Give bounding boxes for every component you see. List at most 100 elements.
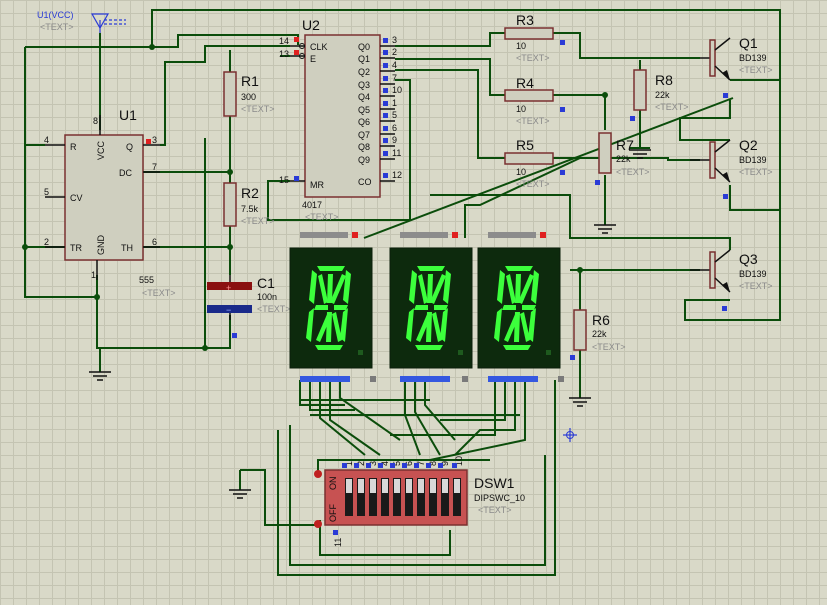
gnd-icon (569, 397, 591, 407)
display-digit-3[interactable] (477, 232, 564, 382)
u1-pin-num-3: 3 (152, 135, 157, 145)
u1-text: <TEXT> (142, 288, 176, 298)
svg-text:10: 10 (454, 456, 464, 466)
u2-pin-num: 6 (392, 123, 397, 133)
r1-ref: R1 (241, 73, 259, 89)
gnd-icon (594, 224, 616, 234)
u2-pin-clk: CLK (310, 42, 328, 52)
u2-pin-num: 12 (392, 170, 402, 180)
r8-ref: R8 (655, 72, 673, 88)
dsw1-text: <TEXT> (478, 505, 512, 515)
svg-text:4: 4 (380, 461, 390, 466)
u1-pin-num-6: 6 (152, 237, 157, 247)
u2-pin-num: 5 (392, 110, 397, 120)
dipswitch-levers (345, 478, 461, 516)
u1-pin-th: TH (121, 243, 133, 253)
q1-ref: Q1 (739, 35, 758, 51)
q1-value: BD139 (739, 53, 767, 63)
u1-pin-dc: DC (119, 168, 132, 178)
u2-pin-num-13: 13 (279, 49, 289, 59)
transistor-q3[interactable]: Q3 BD139 <TEXT> (690, 249, 773, 311)
capacitor-c1[interactable]: + − C1 100n <TEXT> (207, 275, 291, 338)
svg-text:1: 1 (344, 461, 354, 466)
r3-ref: R3 (516, 12, 534, 28)
r2-text: <TEXT> (241, 216, 275, 226)
u1-body (64, 134, 144, 261)
u2-pin-num: 4 (392, 60, 397, 70)
resistor-r8[interactable]: R8 22k <TEXT> (630, 69, 689, 121)
display-digit-2[interactable] (389, 232, 473, 382)
transistor-q1[interactable]: Q1 BD139 <TEXT> (700, 35, 773, 98)
junctions (22, 44, 608, 351)
u2-value: 4017 (302, 200, 322, 210)
u2-pin-q9: Q9 (358, 155, 370, 165)
ground-symbols (89, 149, 651, 499)
u2-pin-co: CO (358, 177, 372, 187)
resistor-r7[interactable]: R7 22k <TEXT> (595, 132, 650, 185)
svg-text:9: 9 (440, 461, 450, 466)
u2-pin-mr: MR (310, 180, 324, 190)
svg-text:6: 6 (404, 461, 414, 466)
u1-pin-vcc: VCC (96, 140, 106, 160)
u2-pin-num: 2 (392, 47, 397, 57)
svg-text:3: 3 (368, 461, 378, 466)
resistor-r2[interactable]: R2 7.5k <TEXT> (223, 182, 275, 227)
c1-ref: C1 (257, 275, 275, 291)
svg-text:−: − (226, 305, 231, 315)
svg-text:2: 2 (356, 461, 366, 466)
u2-text: <TEXT> (305, 212, 339, 222)
svg-text:7: 7 (416, 461, 426, 466)
transistor-q2[interactable]: Q2 BD139 <TEXT> (690, 137, 773, 199)
resistor-r5[interactable]: R5 10 <TEXT> (504, 137, 565, 189)
u1-pin-num-5: 5 (44, 187, 49, 197)
u2-4017-counter[interactable]: U2 CLK E MR 14 13 15 Q03 Q12 Q24 Q37 Q41… (279, 17, 402, 222)
dipswitch-dsw1[interactable]: ON OFF 1 2 3 4 5 6 7 8 9 10 (314, 456, 525, 547)
r4-text: <TEXT> (516, 116, 550, 126)
svg-text:+: + (226, 283, 231, 293)
r8-text: <TEXT> (655, 102, 689, 112)
u1-pin-q: Q (126, 142, 133, 152)
q1-text: <TEXT> (739, 65, 773, 75)
r5-ref: R5 (516, 137, 534, 153)
u1-pin-gnd: GND (96, 235, 106, 256)
u1-value: 555 (139, 275, 154, 285)
r6-value: 22k (592, 329, 607, 339)
dipswitch-off-label: OFF (328, 504, 338, 522)
q3-ref: Q3 (739, 251, 758, 267)
u1-pin-r: R (70, 142, 77, 152)
resistor-r1[interactable]: R1 300 <TEXT> (223, 71, 275, 117)
power-text: <TEXT> (40, 22, 74, 32)
resistor-r6[interactable]: R6 22k <TEXT> (570, 309, 626, 360)
r5-value: 10 (516, 167, 526, 177)
dipswitch-top-pins: 1 2 3 4 5 6 7 8 9 10 (342, 456, 464, 468)
resistor-r3[interactable]: R3 10 <TEXT> (504, 12, 565, 63)
q2-ref: Q2 (739, 137, 758, 153)
power-terminal-vcc[interactable]: U1(VCC) <TEXT> (37, 10, 126, 33)
dsw1-ref: DSW1 (474, 475, 515, 491)
dipswitch-bottom-pin: 11 (333, 538, 343, 547)
r4-value: 10 (516, 104, 526, 114)
r6-text: <TEXT> (592, 342, 626, 352)
u2-pin-q8: Q8 (358, 142, 370, 152)
svg-text:8: 8 (428, 461, 438, 466)
u2-pin-num: 1 (392, 98, 397, 108)
r1-value: 300 (241, 92, 256, 102)
u1-ref: U1 (119, 107, 137, 123)
r3-value: 10 (516, 41, 526, 51)
r7-text: <TEXT> (616, 167, 650, 177)
q2-value: BD139 (739, 155, 767, 165)
u1-555-timer[interactable]: U1 R CV TR Q DC TH VCC GND 4 8 3 7 5 2 6… (44, 107, 176, 298)
u2-pin-e: E (310, 54, 316, 64)
r5-text: <TEXT> (516, 179, 550, 189)
display-digit-1[interactable] (289, 232, 376, 382)
u2-pin-q4: Q4 (358, 92, 370, 102)
resistor-r4[interactable]: R4 10 <TEXT> (504, 75, 565, 126)
power-arrow-icon (90, 13, 110, 30)
dsw1-value: DIPSWC_10 (474, 493, 525, 503)
c1-value: 100n (257, 292, 277, 302)
gnd-icon (629, 149, 651, 159)
u1-pin-cv: CV (70, 193, 83, 203)
gnd-icon (229, 489, 251, 499)
